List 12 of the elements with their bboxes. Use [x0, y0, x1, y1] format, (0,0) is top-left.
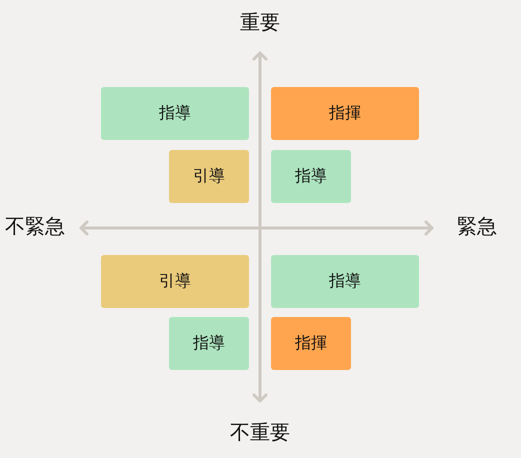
axis-label: 重要: [240, 10, 280, 34]
quadrant-card: 指導: [101, 87, 249, 140]
quadrant-card: 指導: [271, 255, 419, 308]
axis-label: 不緊急: [5, 214, 65, 238]
quadrant-card: 引導: [169, 150, 249, 203]
axis-label: 緊急: [457, 214, 497, 238]
quadrant-card: 引導: [101, 255, 249, 308]
axis-label: 不重要: [230, 420, 290, 444]
quadrant-card: 指導: [169, 317, 249, 370]
quadrant-card: 指揮: [271, 87, 419, 140]
quadrant-card: 指導: [271, 150, 351, 203]
quadrant-card: 指揮: [271, 317, 351, 370]
